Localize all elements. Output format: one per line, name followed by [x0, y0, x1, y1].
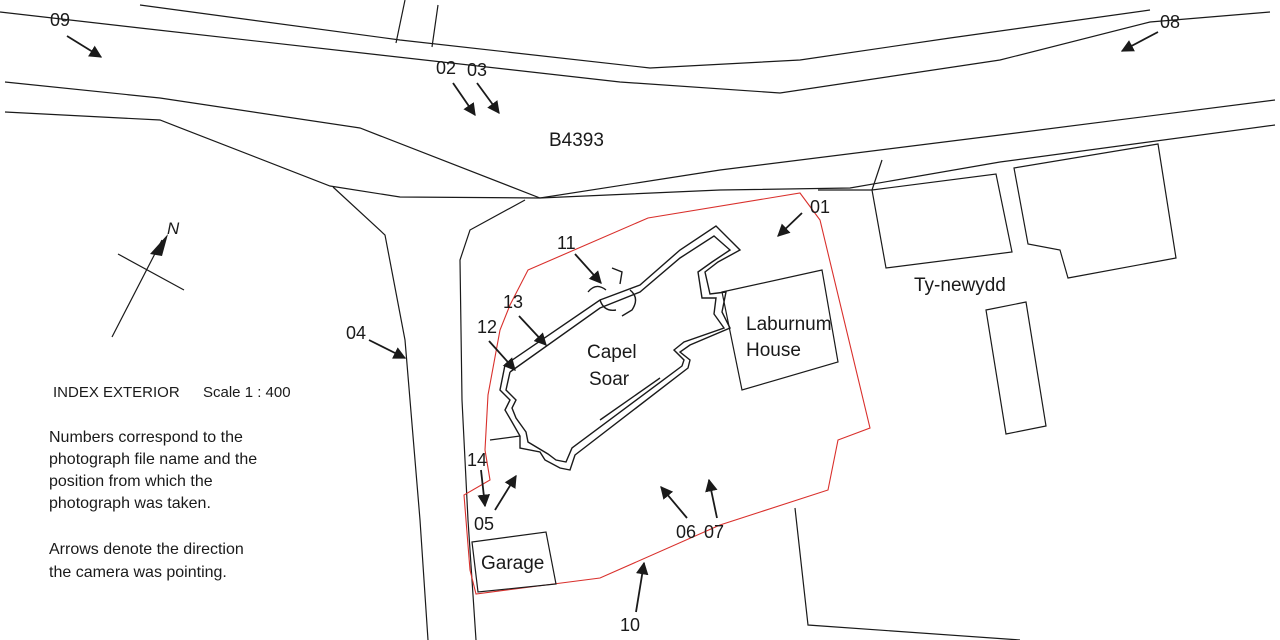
- north-arrow: [111, 234, 185, 338]
- capel-soar-building: [499, 225, 742, 471]
- side-lane: [332, 186, 526, 640]
- legend-note2-line: the camera was pointing.: [49, 564, 227, 581]
- laburnum-label-line2: House: [746, 340, 801, 361]
- chapel-label-line2: Soar: [589, 369, 630, 390]
- legend-note2-line: Arrows denote the direction: [49, 541, 244, 558]
- photo-point-08: 08: [1160, 12, 1180, 32]
- road-label: B4393: [549, 130, 604, 151]
- legend-note1-line: position from which the: [49, 473, 213, 490]
- photo-point-10: 10: [620, 615, 640, 635]
- north-label: N: [167, 219, 180, 238]
- garage-building: [471, 531, 557, 593]
- ty-newydd-buildings: [818, 143, 1177, 435]
- legend-scale: Scale 1 : 400: [203, 384, 291, 401]
- photo-point-11: 11: [557, 233, 576, 253]
- laburnum-label-line1: Laburnum: [746, 314, 832, 335]
- legend: INDEX EXTERIOR Scale 1 : 400 Numbers cor…: [49, 384, 291, 581]
- site-boundary: [463, 192, 871, 595]
- legend-note1-line: photograph was taken.: [49, 495, 211, 512]
- photo-point-13: 13: [503, 292, 523, 312]
- ty-newydd-label: Ty-newydd: [914, 275, 1006, 296]
- photo-point-01: 01: [810, 197, 830, 217]
- chapel-label-line1: Capel: [587, 342, 637, 363]
- photo-point-03: 03: [467, 60, 487, 80]
- road-b4393: [0, 0, 1276, 199]
- legend-note1-line: Numbers correspond to the: [49, 429, 243, 446]
- photo-point-14: 14: [467, 450, 487, 470]
- photo-point-04: 04: [346, 323, 366, 343]
- southern-boundaries: [489, 435, 1021, 640]
- photo-point-09: 09: [50, 10, 70, 30]
- photo-point-labels: 01 02 03 04 05 06 07 08 09 10 11 12 13 1…: [50, 10, 1180, 635]
- photo-point-06: 06: [676, 522, 696, 542]
- photo-direction-arrows: [66, 31, 1159, 613]
- photo-point-12: 12: [477, 317, 497, 337]
- legend-title: INDEX EXTERIOR: [53, 384, 180, 401]
- photo-point-07: 07: [704, 522, 724, 542]
- legend-note1-line: photograph file name and the: [49, 451, 257, 468]
- photo-point-02: 02: [436, 58, 456, 78]
- garage-label: Garage: [481, 553, 544, 574]
- photo-point-05: 05: [474, 514, 494, 534]
- laburnum-house-building: [721, 269, 839, 391]
